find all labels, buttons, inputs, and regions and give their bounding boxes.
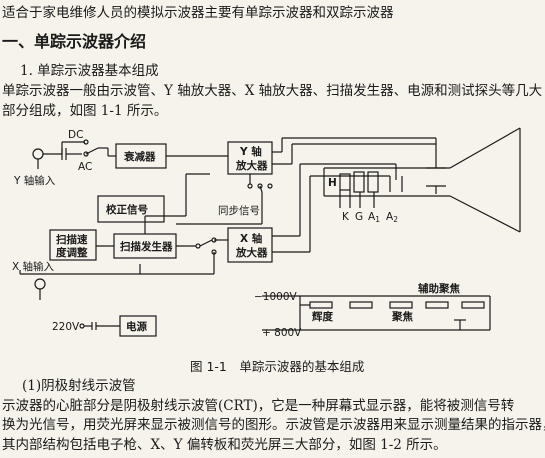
power-box: [119, 315, 157, 337]
focus-label: 聚焦: [391, 310, 413, 323]
subsection-title-1: 1. 单踪示波器基本组成: [20, 63, 159, 79]
a2-label: A2: [386, 211, 398, 224]
section-heading: 一、单踪示波器介绍: [2, 32, 147, 51]
y-input-terminal: [32, 148, 44, 160]
x-input-label: X 轴输入: [12, 260, 55, 273]
sweep-speed-box: [49, 229, 97, 261]
a1-label: A1: [368, 211, 380, 224]
neg-voltage-label: −1000V: [254, 291, 298, 303]
intro-line: 适合于家电维修人员的模拟示波器主要有单踪示波器和双踪示波器: [2, 5, 394, 21]
k-label: K: [342, 211, 350, 223]
voltage-220-label: 220V: [52, 321, 80, 333]
aux-focus-resistor: [461, 301, 485, 309]
focus-resistor: [389, 301, 413, 309]
power-label: 电源: [126, 320, 147, 333]
paragraph-1-line-2: 部分组成，如图 1-1 所示。: [2, 103, 168, 119]
sweep-speed-label-1: 扫描速: [56, 233, 88, 246]
x-input-terminal: [34, 278, 46, 290]
x-amplifier-box: [227, 227, 273, 263]
sweep-generator-label: 扫描发生器: [120, 240, 173, 253]
y-amplifier-label-1: Y 轴: [239, 145, 262, 158]
calibration-box: [97, 195, 165, 223]
sync-label: 同步信号: [218, 205, 260, 217]
h-label: H: [328, 177, 337, 189]
y-amplifier-label-2: 放大器: [235, 159, 268, 172]
g-label: G: [355, 211, 363, 223]
x-amplifier-label-2: 放大器: [235, 246, 268, 259]
attenuator-label: 衰减器: [123, 150, 156, 163]
ac-label: AC: [78, 161, 92, 173]
brightness-label: 辉度: [312, 310, 333, 323]
block-diagram-figure: DC AC Y 轴输入 衰减器 Y 轴 放大器 校正信号 同步信号 扫描速 度调…: [12, 127, 521, 339]
paragraph-2-line-2: 换为光信号，用荧光屏来显示被测信号的图形。示波管是示波器用来显示测量结果的指示器…: [2, 417, 545, 433]
brightness-resistor: [309, 301, 333, 309]
subsection-title-2: (1)阴极射线示波管: [22, 378, 136, 394]
y-input-label: Y 轴输入: [13, 174, 56, 187]
sweep-speed-label-2: 度调整: [56, 246, 88, 259]
pos-voltage-label: + 800V: [262, 327, 302, 339]
x-amplifier-label-1: X 轴: [240, 232, 262, 245]
dc-label: DC: [68, 129, 83, 141]
calibration-label: 校正信号: [106, 203, 148, 216]
paragraph-2-line-1: 示波器的心脏部分是阴极射线示波管(CRT)，它是一种屏幕式显示器，能将被测信号转: [2, 398, 515, 414]
paragraph-2-line-3: 其内部结构包括电子枪、X、Y 偏转板和荧光屏三大部分，如图 1-2 所示。: [2, 437, 447, 453]
paragraph-1-line-1: 单踪示波器一般由示波管、Y 轴放大器、X 轴放大器、扫描发生器、电源和测试探头等…: [2, 83, 543, 99]
aux-focus-label: 辅助聚焦: [418, 282, 460, 295]
figure-caption: 图 1-1 单踪示波器的基本组成: [190, 359, 365, 374]
